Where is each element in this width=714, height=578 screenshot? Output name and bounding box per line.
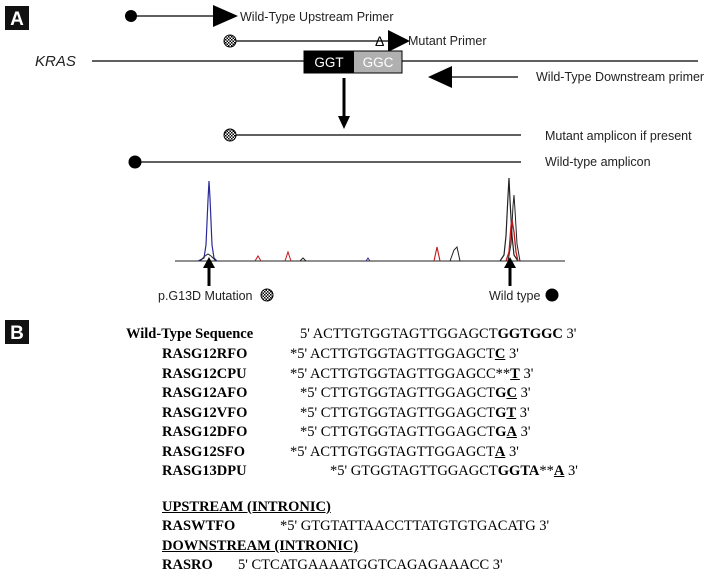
- probe-name: RASG12SFO: [162, 443, 245, 460]
- probe-sequence-pre: *5' CTTGTGGTAGTTGGAGCT: [300, 385, 496, 401]
- probe-sequence-ul: A: [494, 443, 506, 460]
- codon-ggt: GGT: [314, 55, 343, 70]
- wildtype-peak-label: Wild type: [489, 289, 540, 303]
- probe-sequence-bold: G: [495, 404, 507, 421]
- wt-upstream-primer: Wild-Type Upstream Primer: [125, 5, 394, 27]
- mutant-amplicon-label: Mutant amplicon if present: [545, 129, 692, 143]
- arrow-right-icon: [213, 5, 238, 27]
- checkered-circle-icon: [223, 34, 237, 48]
- probe-sequence-ul: T: [510, 365, 520, 382]
- downstream-primer-sequence: 5' CTCATGAAAATGGTCAGAGAAACC 3': [238, 557, 503, 573]
- probe-sequence-bold: G: [495, 424, 507, 440]
- probe-sequence-pre: *5' ACTTGTGGTAGTTGGAGCC**: [290, 365, 511, 382]
- wildtype-sequence-suffix: 3': [562, 326, 577, 342]
- probe-name: RASG12VFO: [162, 404, 248, 421]
- downstream-header: DOWNSTREAM (INTRONIC): [162, 538, 359, 554]
- wildtype-sequence-codons: GGTGGC: [497, 326, 563, 342]
- upstream-primer-name: RASWTFO: [162, 518, 236, 534]
- probe-sequence-mid: **: [539, 463, 554, 479]
- probe-sequence-ul: A: [553, 463, 565, 479]
- mutant-amplicon: Mutant amplicon if present: [223, 128, 692, 143]
- probe-sequence-post: 3': [564, 463, 578, 479]
- probe-sequence-pre: *5' ACTTGTGGTAGTTGGAGCT: [290, 443, 495, 460]
- wildtype-amplicon: Wild-type amplicon: [128, 155, 651, 169]
- probe-sequence-bold: GGTA: [497, 463, 540, 479]
- down-arrow-icon: [338, 78, 350, 129]
- mutation-peak-label: p.G13D Mutation: [158, 289, 253, 303]
- mutant-primer: Δ Mutant Primer: [223, 30, 487, 52]
- probe-sequence-pre: *5' CTTGTGGTAGTTGGAGCT: [300, 404, 496, 421]
- up-arrow-icon: [203, 257, 215, 286]
- wt-downstream-primer: Wild-Type Downstream primer: [428, 66, 704, 88]
- downstream-primer-name: RASRO: [162, 557, 213, 573]
- wt-downstream-primer-label: Wild-Type Downstream primer: [536, 70, 704, 84]
- probe-sequence-ul: C: [494, 346, 506, 362]
- wildtype-sequence-prefix: 5' ACTTGTGGTAGTTGGAGCT: [300, 326, 498, 342]
- probe-sequence-post: 3': [505, 443, 519, 460]
- panel-a-label-box: [5, 6, 29, 30]
- panel-b-label: B: [10, 323, 24, 344]
- probe-sequence: *5' ACTTGTGGTAGTTGGAGCTA 3': [290, 443, 519, 460]
- probe-name: RASG13DPU: [162, 463, 247, 479]
- checkered-circle-icon: [223, 128, 237, 142]
- wt-upstream-primer-label: Wild-Type Upstream Primer: [240, 10, 394, 24]
- arrow-right-icon: [388, 30, 410, 52]
- wildtype-sequence-label: Wild-Type Sequence: [126, 326, 254, 342]
- wildtype-sequence: 5' ACTTGTGGTAGTTGGAGCTGGTGGC 3': [300, 327, 576, 342]
- electropherogram: [175, 177, 565, 262]
- probe-sequence: *5' CTTGTGGTAGTTGGAGCTGA 3': [300, 425, 530, 440]
- probe-name: RASG12RFO: [162, 346, 248, 362]
- probe-sequence-pre: *5' GTGGTAGTTGGAGCT: [330, 463, 498, 479]
- probe-sequence: *5' CTTGTGGTAGTTGGAGCTGT 3': [300, 404, 530, 421]
- wildtype-amplicon-label: Wild-type amplicon: [545, 155, 651, 169]
- probe-sequence-ul: A: [506, 424, 517, 440]
- probe-sequence-ul: C: [506, 385, 517, 401]
- panel-a-label: A: [10, 9, 24, 30]
- mutant-primer-label: Mutant Primer: [408, 34, 487, 48]
- upstream-header: UPSTREAM (INTRONIC): [162, 499, 331, 515]
- probe-sequence-post: 3': [505, 346, 519, 362]
- probe-sequence-pre: *5' CTTGTGGTAGTTGGAGCT: [300, 424, 496, 440]
- panel-b-label-box: [5, 320, 29, 344]
- codon-box: GGT GGC: [303, 50, 403, 74]
- checkered-circle-icon: [260, 288, 274, 302]
- upstream-primer-sequence: *5' GTGTATTAACCTTATGTGTGACATG 3': [280, 518, 550, 534]
- probe-name: RASG12AFO: [162, 385, 248, 401]
- probe-sequence-post: 3': [519, 365, 534, 382]
- black-circle-icon: [545, 288, 559, 302]
- arrow-left-icon: [428, 66, 452, 88]
- delta-symbol: Δ: [375, 33, 384, 49]
- probe-sequence: *5' GTGGTAGTTGGAGCTGGTA**A 3': [330, 464, 578, 479]
- probe-name: RASG12CPU: [162, 365, 247, 382]
- probe-sequence: *5' ACTTGTGGTAGTTGGAGCC**T 3': [290, 365, 534, 382]
- up-arrow-icon: [504, 257, 516, 286]
- probe-sequence-pre: *5' ACTTGTGGTAGTTGGAGCT: [290, 346, 495, 362]
- probe-sequence-post: 3': [516, 385, 531, 401]
- codon-ggc: GGC: [363, 55, 394, 70]
- probe-sequence-post: 3': [516, 424, 531, 440]
- gene-label: KRAS: [35, 53, 76, 70]
- probe-sequence-ul: T: [506, 404, 517, 421]
- mutation-peak: [197, 180, 218, 262]
- probe-sequence-bold: G: [495, 385, 507, 401]
- probe-name: RASG12DFO: [162, 424, 248, 440]
- probe-sequence: *5' CTTGTGGTAGTTGGAGCTGC 3': [300, 386, 530, 401]
- probe-sequence: *5' ACTTGTGGTAGTTGGAGCTC 3': [290, 347, 519, 362]
- wildtype-peak: [499, 177, 519, 262]
- probe-sequence-post: 3': [516, 404, 530, 421]
